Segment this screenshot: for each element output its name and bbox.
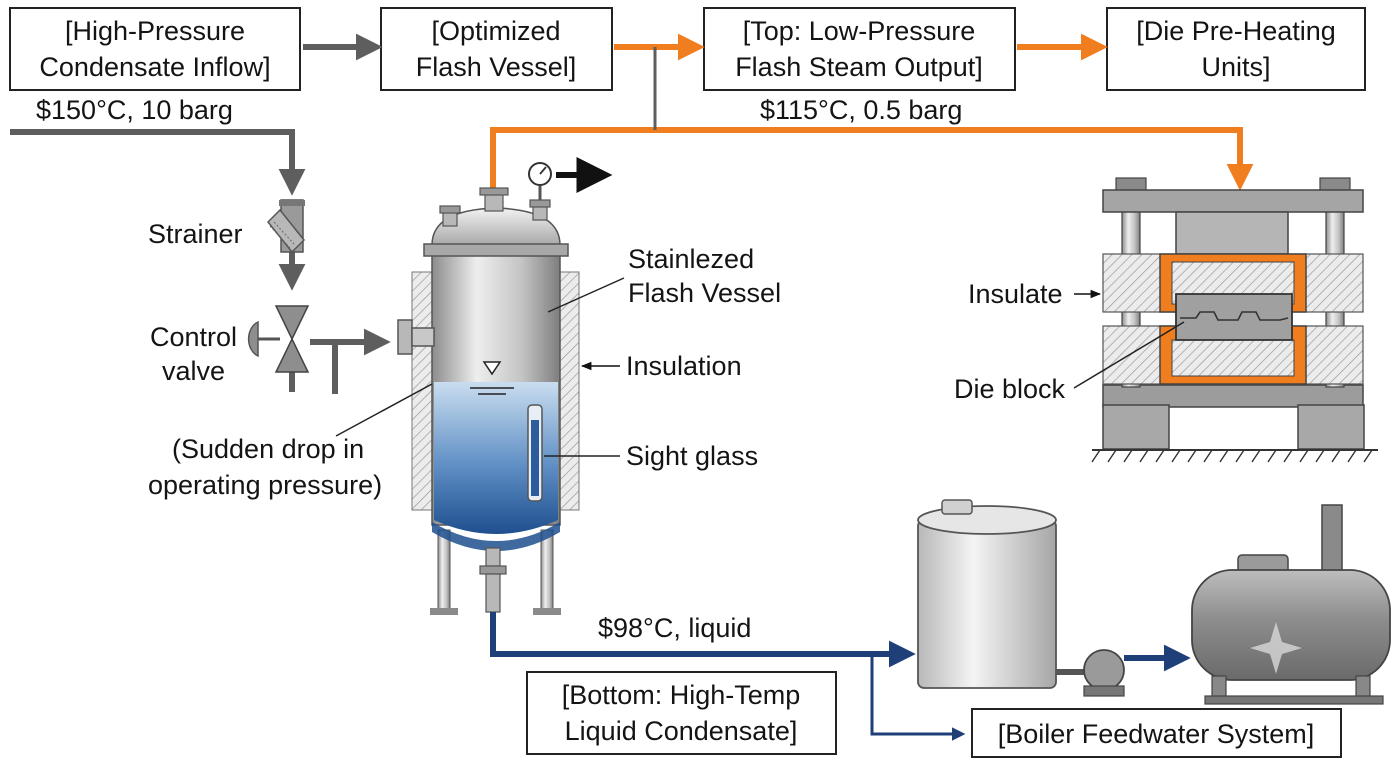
box-vessel-line1: [Optimized	[431, 16, 560, 46]
box-bottom-line2: Liquid Condensate]	[565, 716, 798, 746]
box-preheat-line1: [Die Pre-Heating	[1136, 16, 1336, 46]
pressure-gauge-icon	[528, 162, 552, 186]
vessel-top-nozzles	[439, 186, 551, 227]
box-steam-output: [Top: Low-Pressure Flash Steam Output]	[703, 7, 1016, 91]
box-preheat-line2: Units]	[1201, 52, 1270, 82]
steam-conditions: $115°C, 0.5 barg	[760, 95, 962, 125]
boiler-icon	[1191, 504, 1391, 705]
feed-pump-icon	[1056, 649, 1125, 697]
water-level-icon	[482, 361, 502, 376]
vessel-flange	[423, 243, 569, 257]
steam-line	[490, 127, 1254, 191]
box-steam-output-line1: [Top: Low-Pressure	[743, 16, 976, 46]
strainer-icon	[266, 199, 306, 254]
pressure-drop-line2: operating pressure)	[148, 470, 382, 500]
box-steam-output-line2: Flash Steam Output]	[735, 52, 983, 82]
box-bottom: [Bottom: High-Temp Liquid Condensate]	[526, 671, 837, 755]
liquid-conditions: $98°C, liquid	[598, 613, 751, 643]
vessel-bottom-head	[432, 522, 560, 551]
vessel-bottom-outlet	[479, 547, 507, 613]
vessel-inlet-pipe	[332, 328, 391, 394]
liquid-branch-to-boiler	[870, 654, 966, 741]
feedwater-tank-icon	[917, 499, 1057, 689]
control-valve-label-2: valve	[162, 356, 225, 386]
box-boiler-line1: [Boiler Feedwater System]	[998, 719, 1315, 749]
liquid-line	[490, 612, 916, 668]
box-inflow: [High-Pressure Condensate Inflow]	[9, 7, 301, 91]
die-block-label: Die block	[954, 374, 1066, 404]
sight-glass-icon	[527, 404, 543, 502]
control-valve-icon	[247, 305, 310, 373]
insulation-label: Insulation	[626, 351, 742, 381]
sight-glass-label: Sight glass	[626, 441, 758, 471]
vessel-insulation-left	[411, 271, 435, 511]
pressure-drop-line1: (Sudden drop in	[172, 434, 364, 464]
box-boiler: [Boiler Feedwater System]	[971, 708, 1342, 758]
vessel-inlet-nozzle	[397, 319, 413, 355]
inlet-conditions: $150°C, 10 barg	[36, 95, 233, 125]
box-inflow-line2: Condensate Inflow]	[39, 52, 270, 82]
die-press-icon	[1091, 177, 1378, 463]
box-preheat: [Die Pre-Heating Units]	[1106, 7, 1366, 91]
inlet-pipe	[10, 129, 306, 196]
vessel-water	[434, 382, 558, 534]
strainer-label: Strainer	[148, 219, 243, 249]
insulate-label: Insulate	[968, 279, 1063, 309]
pressure-drop-leader	[335, 383, 433, 437]
control-valve-label-1: Control	[150, 322, 237, 352]
die-block-leader	[1073, 321, 1185, 389]
box-vessel-line2: Flash Vessel]	[416, 52, 577, 82]
box-bottom-line1: [Bottom: High-Temp	[562, 680, 801, 710]
box-inflow-line1: [High-Pressure	[65, 16, 245, 46]
box-vessel: [Optimized Flash Vessel]	[380, 7, 613, 91]
vessel-name-line2: Flash Vessel	[628, 278, 781, 308]
vessel-name-line1: Stainlezed	[628, 244, 754, 274]
vessel-name-leader	[547, 277, 625, 313]
